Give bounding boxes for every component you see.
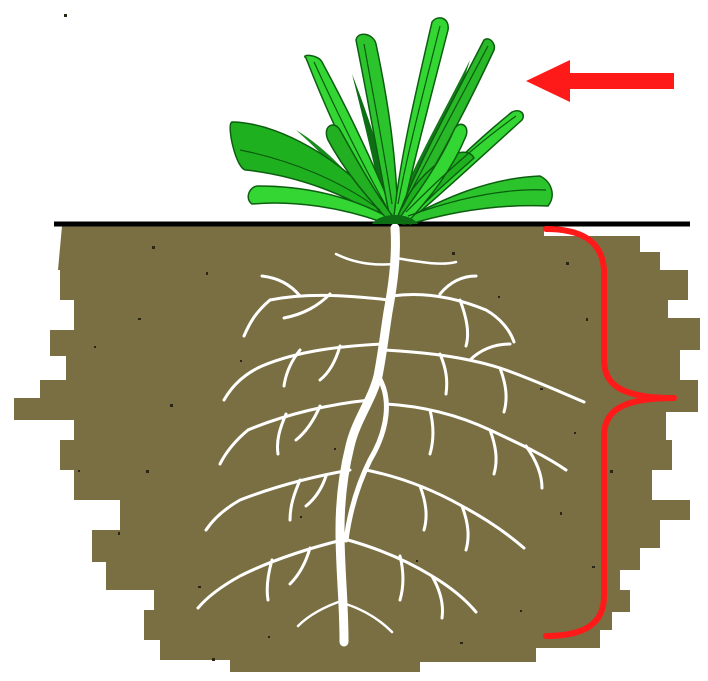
left-arrow-icon xyxy=(526,60,674,102)
soil xyxy=(14,226,700,672)
plant-shoot xyxy=(230,18,552,224)
